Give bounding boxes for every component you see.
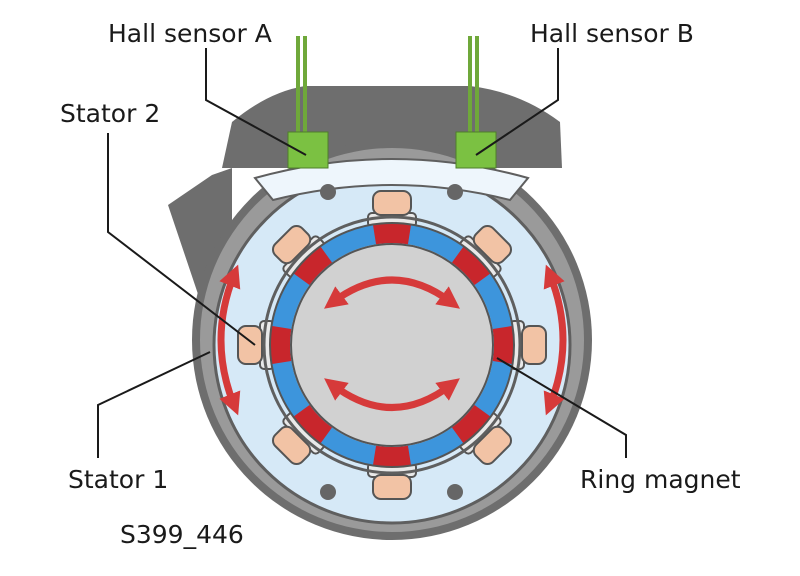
rotation-arrows [217,264,567,416]
magnet-pole [372,223,412,245]
magnet-pole [372,445,412,467]
stator-1-leader [97,351,211,458]
stator-2-label: Stator 2 [60,99,160,128]
stator-coil [237,320,275,370]
magnet-pole [293,246,333,286]
hall-sensor-b-lead-2 [475,36,479,136]
ring-magnet-outer-edge [269,222,515,468]
rotor-rotation-arrow-top [324,276,460,309]
coil-winding [237,325,263,365]
leader-lines [97,48,627,458]
hall-sensor-b-body [455,131,497,169]
hall-sensor-b [455,36,497,169]
magnet-pole [492,325,514,365]
hall-sensor-b-label: Hall sensor B [530,19,694,48]
figure-code: S399_446 [120,520,244,549]
rotor-rotation-arrow-bottom [324,378,460,411]
hall-sensor-b-lead-1 [468,36,472,136]
magnet-pole [293,404,333,444]
ring-magnet-leader [496,357,627,458]
coil-winding [271,425,312,466]
stator-back-ring [262,215,522,475]
hall-sensor-a [287,36,329,169]
coil-winding [271,224,312,265]
mounting-hole [447,484,463,500]
mounting-hole [320,484,336,500]
magnet-pole [451,404,491,444]
coil-winding [372,190,412,216]
stator-coil [271,412,325,466]
hall-sensor-b-leader [475,48,559,156]
stator-rotation-arrow-left [217,264,241,416]
magnet-pole [451,246,491,286]
mounting-holes [320,184,463,500]
coil-winding [472,425,513,466]
hall-sensor-a-lead-1 [296,36,300,136]
stator-coil [509,320,547,370]
rotor [290,243,494,447]
magnet-pole [270,325,292,365]
stator-2-leader [107,133,256,346]
hall-sensor-a-leader [205,48,307,156]
stator-coil [367,190,417,228]
coil-winding [472,224,513,265]
mounting-hole [447,184,463,200]
stator-rotation-arrow-right [543,264,567,416]
coil-winding [521,325,547,365]
stator-coil [367,462,417,500]
mounting-hole [320,184,336,200]
stator-1-label: Stator 1 [68,465,168,494]
coil-winding [372,474,412,500]
hall-sensor-a-body [287,131,329,169]
hall-sensor-a-lead-2 [303,36,307,136]
ring-magnet-label: Ring magnet [580,465,741,494]
hall-sensor-a-label: Hall sensor A [108,19,272,48]
